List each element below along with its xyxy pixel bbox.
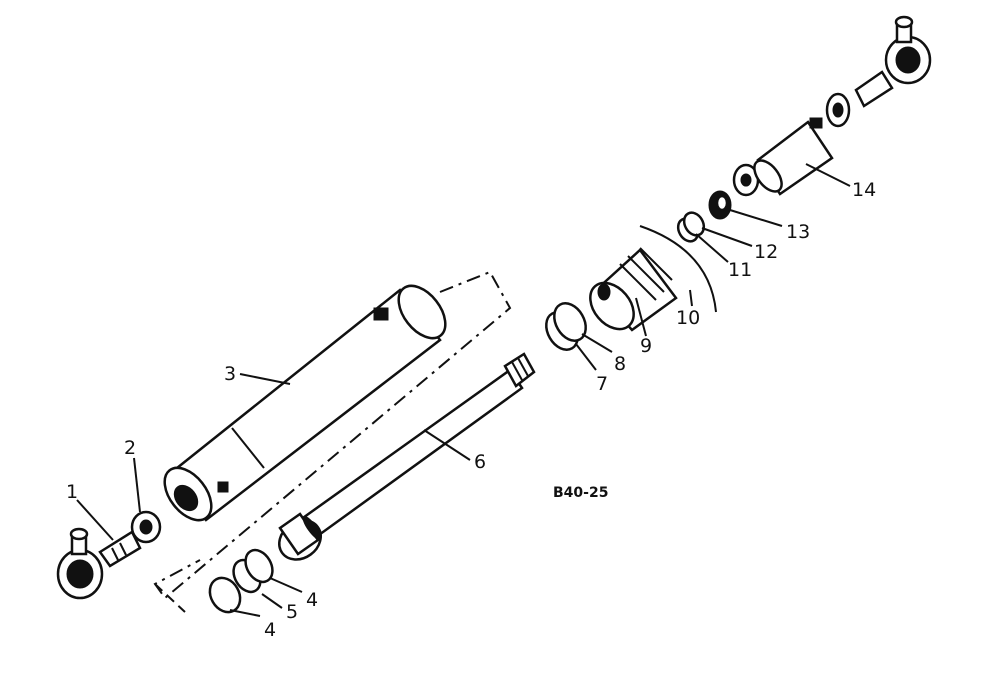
leader-lines <box>76 163 851 617</box>
callout-11: 11 <box>728 259 752 281</box>
assembly-bracket <box>153 270 512 613</box>
seal-rings-lower <box>208 548 274 614</box>
piston-rod <box>278 352 536 561</box>
callout-13: 13 <box>786 221 810 243</box>
callout-2: 2 <box>124 437 136 459</box>
drawing-code: B40-25 <box>553 485 608 501</box>
small-rings <box>676 211 706 243</box>
callout-12: 12 <box>754 241 778 263</box>
cylinder-barrel <box>163 284 447 522</box>
callout-14: 14 <box>852 179 876 201</box>
callout-4-upper: 4 <box>306 589 318 611</box>
callout-1: 1 <box>66 481 78 503</box>
gland-head <box>589 247 678 332</box>
nut-right <box>708 190 732 220</box>
callout-labels: 1 2 3 4 5 4 6 7 8 9 10 11 12 13 14 <box>66 179 876 641</box>
callout-6: 6 <box>474 451 486 473</box>
ball-joint-right <box>854 15 932 108</box>
seal-rings-mid <box>545 302 587 351</box>
sleeve-assembly <box>732 92 851 197</box>
ball-joint-left <box>56 527 142 600</box>
callout-7: 7 <box>596 373 608 395</box>
snap-ring-wire <box>639 225 717 313</box>
callout-3: 3 <box>224 363 236 385</box>
callout-9: 9 <box>640 335 652 357</box>
callout-8: 8 <box>614 353 626 375</box>
callout-10: 10 <box>676 307 700 329</box>
nut-left <box>130 510 162 544</box>
callout-5: 5 <box>286 601 298 623</box>
callout-4-lower: 4 <box>264 619 276 641</box>
